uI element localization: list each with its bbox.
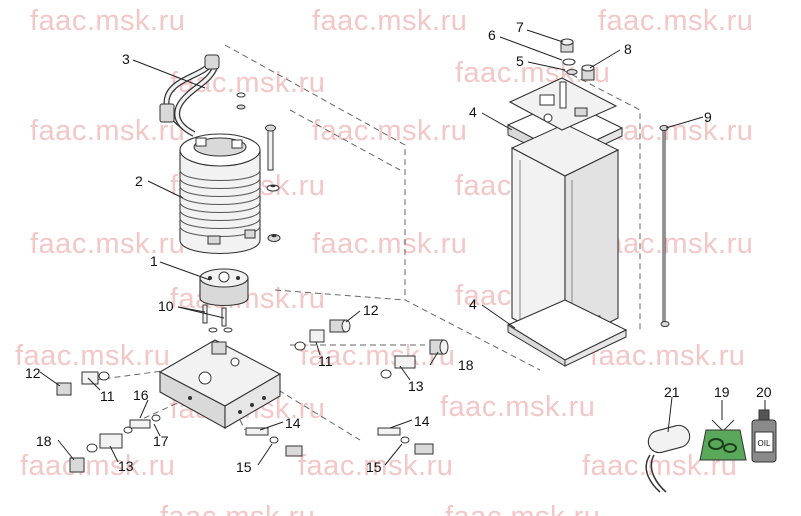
watermark-text: faac.msk.ru (30, 5, 185, 37)
motor-fixing-screw (236, 92, 281, 242)
guide-line (562, 69, 641, 330)
callout-18-left: 18 (36, 433, 52, 449)
watermark-text: faac.msk.ru (445, 501, 600, 516)
callout-8: 8 (624, 41, 632, 57)
watermark-text: faac.msk.ru (15, 340, 170, 372)
callout-15-middle: 15 (236, 459, 252, 475)
manifold-block (158, 339, 282, 429)
callout-1: 1 (150, 253, 158, 269)
callout-3: 3 (122, 51, 130, 67)
callout-19: 19 (714, 384, 730, 400)
watermark-text: faac.msk.ru (160, 501, 315, 516)
electric-motor-part-2 (179, 133, 261, 254)
guide-line (274, 289, 406, 301)
callout-11-right: 11 (318, 353, 333, 369)
callout-14-right: 14 (414, 413, 430, 429)
leader-lines (39, 29, 766, 466)
assembly-guides (94, 44, 641, 441)
callout-5: 5 (516, 53, 524, 69)
tank-top-plate (508, 77, 618, 131)
callout-6: 6 (488, 27, 496, 43)
callout-20: 20 (756, 384, 772, 400)
callout-16: 16 (133, 387, 149, 403)
oil-tank-part-4 (506, 99, 628, 367)
watermark-text: faac.msk.ru (598, 115, 753, 147)
oil-bottle-label: OIL (758, 439, 771, 448)
valve-group-right (380, 339, 449, 379)
cable-harness-part-3 (159, 54, 220, 137)
callout-labels: 3 2 1 4 4 5 6 7 8 9 10 12 11 18 13 12 11… (25, 19, 772, 475)
capacitor-part-21 (645, 424, 691, 493)
connector-plug (204, 54, 220, 70)
callout-4-top: 4 (469, 104, 477, 120)
watermark-text: faac.msk.ru (598, 228, 753, 260)
seal-kit-bag-part-19 (699, 419, 747, 461)
watermark-text: faac.msk.ru (440, 391, 595, 423)
callout-21: 21 (664, 384, 680, 400)
cable-clip (159, 103, 175, 123)
hydraulic-pump-part-1 (199, 268, 249, 306)
callout-12-right: 12 (363, 302, 379, 318)
watermark-text: faac.msk.ru (312, 228, 467, 260)
watermark-text: faac.msk.ru (20, 450, 175, 482)
watermark-text: faac.msk.ru (30, 228, 185, 260)
callout-4-bottom: 4 (469, 296, 477, 312)
callout-9: 9 (704, 109, 712, 125)
watermark-text: faac.msk.ru (30, 115, 185, 147)
callout-14-middle: 14 (285, 415, 301, 431)
guide-line (224, 44, 541, 371)
callout-10: 10 (158, 298, 174, 314)
callout-12-left: 12 (25, 365, 41, 381)
watermark-layer: faac.msk.ru faac.msk.ru faac.msk.ru faac… (15, 5, 753, 516)
oil-bottle-part-20: OIL (751, 409, 777, 463)
watermark-text: faac.msk.ru (598, 5, 753, 37)
watermark-text: faac.msk.ru (312, 5, 467, 37)
guide-line (269, 384, 361, 441)
callout-11-left: 11 (100, 388, 115, 404)
pins-part-10 (202, 304, 233, 333)
callout-18-right: 18 (458, 357, 474, 373)
plug-screw-part-12-right (294, 319, 351, 351)
guide-line (289, 109, 401, 171)
callout-13-right: 13 (408, 378, 424, 394)
valve-group-lower-right (377, 427, 434, 455)
callout-13-left: 13 (118, 458, 134, 474)
watermark-text: faac.msk.ru (298, 450, 453, 482)
callout-2: 2 (135, 173, 143, 189)
valve-group-lower-middle (245, 427, 303, 457)
watermark-text: faac.msk.ru (590, 340, 745, 372)
guide-line (239, 419, 246, 431)
callout-7: 7 (516, 19, 524, 35)
breather-fittings-parts-5-6-7-8 (560, 38, 595, 81)
callout-15-right: 15 (366, 459, 382, 475)
valve-group-left (56, 371, 161, 473)
watermark-text: faac.msk.ru (312, 115, 467, 147)
tie-rod-part-9 (659, 125, 670, 327)
callout-17: 17 (153, 433, 169, 449)
